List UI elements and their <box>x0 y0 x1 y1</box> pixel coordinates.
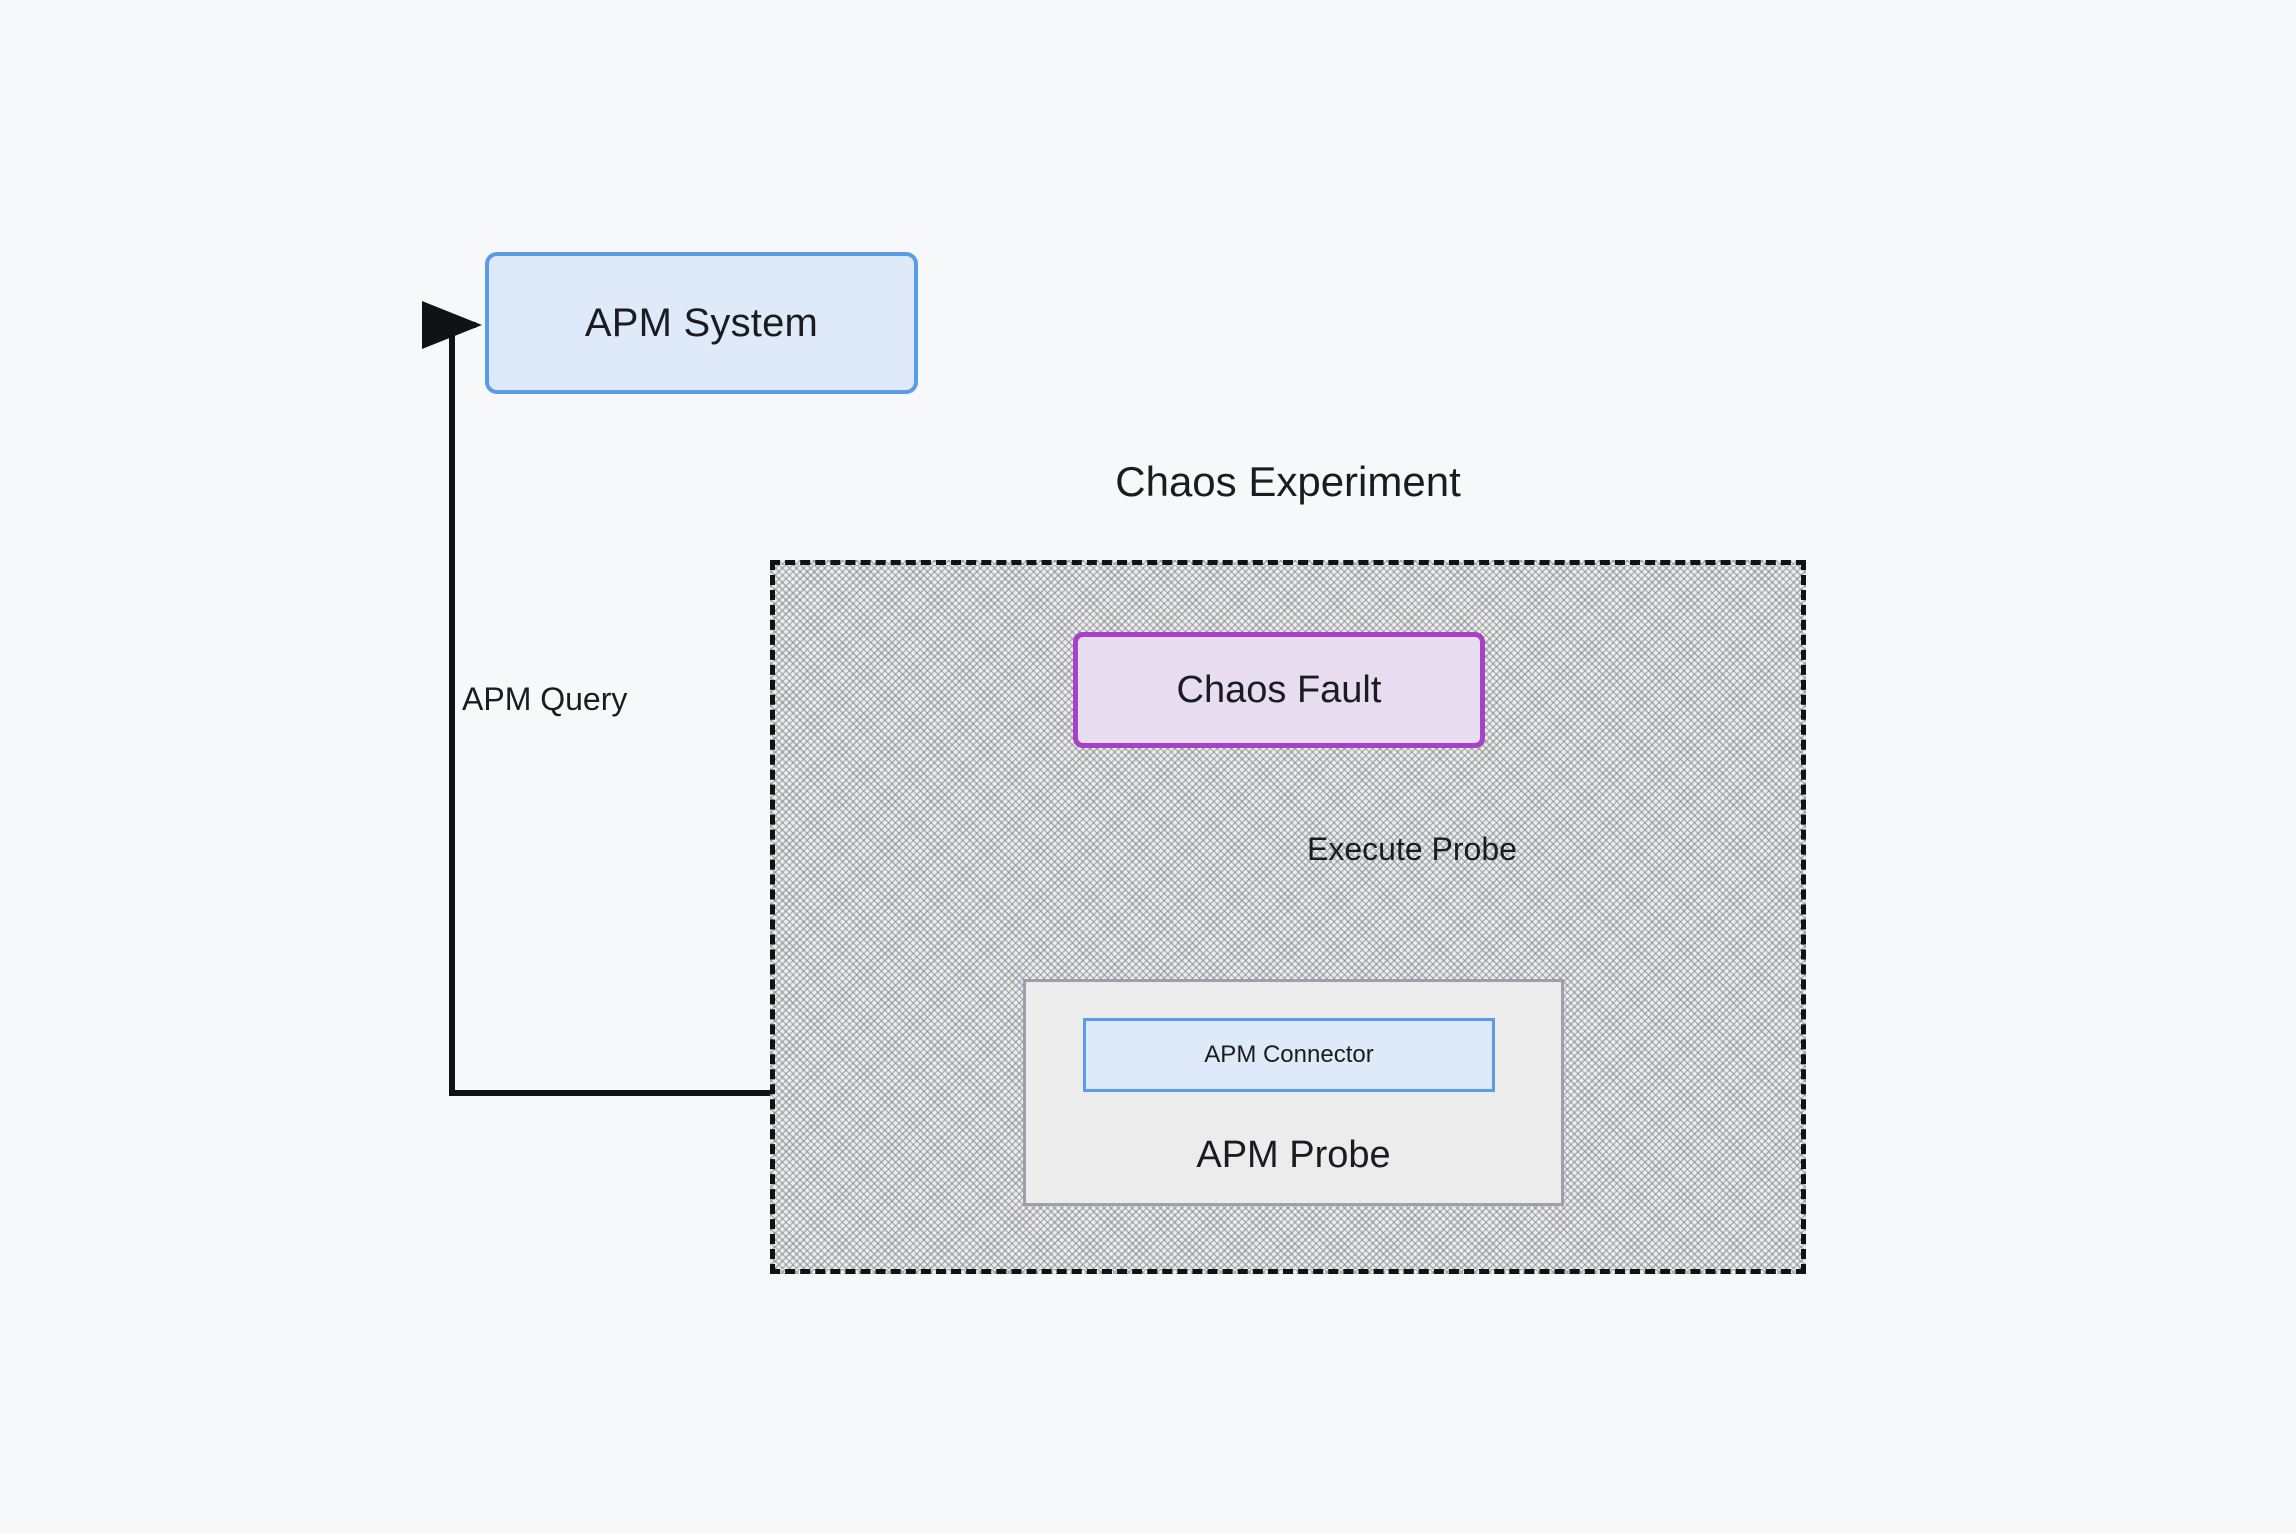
edge-label-execute-probe: Execute Probe <box>1307 831 1517 867</box>
node-chaos-fault[interactable]: Chaos Fault <box>1073 632 1485 748</box>
edge-label-apm-query: APM Query <box>462 681 628 717</box>
group-title-chaos-experiment: Chaos Experiment <box>1115 458 1461 505</box>
node-apm-connector[interactable]: APM Connector <box>1083 1018 1495 1092</box>
node-apm-system-label: APM System <box>584 300 819 345</box>
node-apm-system[interactable]: APM System <box>485 252 918 394</box>
node-apm-connector-label: APM Connector <box>1204 1041 1374 1068</box>
node-apm-probe-label: APM Probe <box>1196 1134 1391 1176</box>
node-apm-probe[interactable]: APM Connector APM Probe <box>1023 979 1564 1206</box>
node-chaos-fault-label: Chaos Fault <box>1176 668 1382 711</box>
